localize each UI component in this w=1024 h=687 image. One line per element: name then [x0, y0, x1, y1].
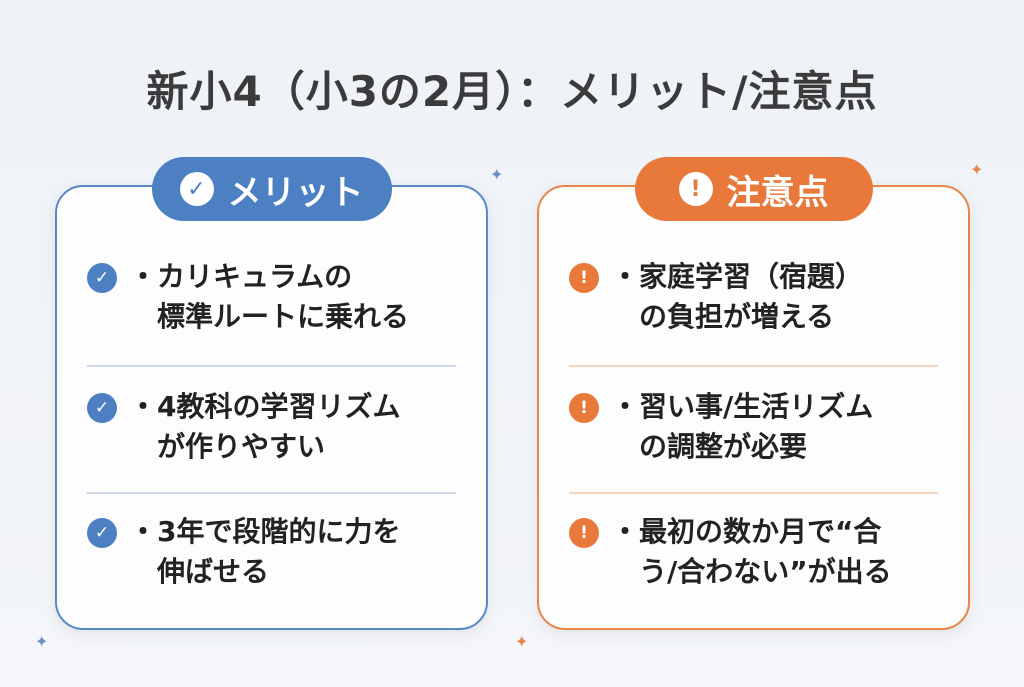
check-icon: ✓: [87, 393, 117, 423]
sparkle-icon: ✦: [490, 165, 504, 184]
page-title: 新小4（小3の2月）：メリット/注意点: [146, 67, 878, 116]
exclamation-circle-icon: !: [678, 172, 713, 206]
cautions-card: ! 注意点 !・家庭学習（宿題） の負担が増える !・習い事/生活リズム の調整…: [537, 157, 970, 630]
check-icon: ✓: [87, 263, 117, 293]
merits-label: メリット: [227, 172, 364, 213]
list-item: !・最初の数か月で“合 う/合わない”が出る: [569, 512, 938, 592]
list-item: !・家庭学習（宿題） の負担が増える: [569, 257, 938, 337]
sparkle-icon: ✦: [515, 632, 529, 651]
cautions-label: 注意点: [726, 172, 829, 213]
divider: [87, 365, 456, 367]
cautions-badge: ! 注意点: [634, 157, 873, 221]
divider: [569, 492, 938, 494]
list-item: ✓・3年で段階的に力を 伸ばせる: [87, 512, 456, 592]
exclamation-icon: !: [569, 263, 599, 293]
list-item: ✓・カリキュラムの 標準ルートに乗れる: [87, 257, 456, 337]
exclamation-icon: !: [569, 518, 599, 548]
exclamation-icon: !: [569, 393, 599, 423]
check-icon: ✓: [87, 518, 117, 548]
list-item: !・習い事/生活リズム の調整が必要: [569, 387, 938, 467]
divider: [87, 492, 456, 494]
divider: [569, 365, 938, 367]
sparkle-icon: ✦: [970, 160, 984, 179]
merits-badge: ✓ メリット: [151, 157, 392, 221]
check-circle-icon: ✓: [179, 172, 214, 206]
merits-card: ✓ メリット ✓・カリキュラムの 標準ルートに乗れる ✓・4教科の学習リズム が…: [55, 157, 488, 630]
sparkle-icon: ✦: [35, 632, 49, 651]
list-item: ✓・4教科の学習リズム が作りやすい: [87, 387, 456, 467]
